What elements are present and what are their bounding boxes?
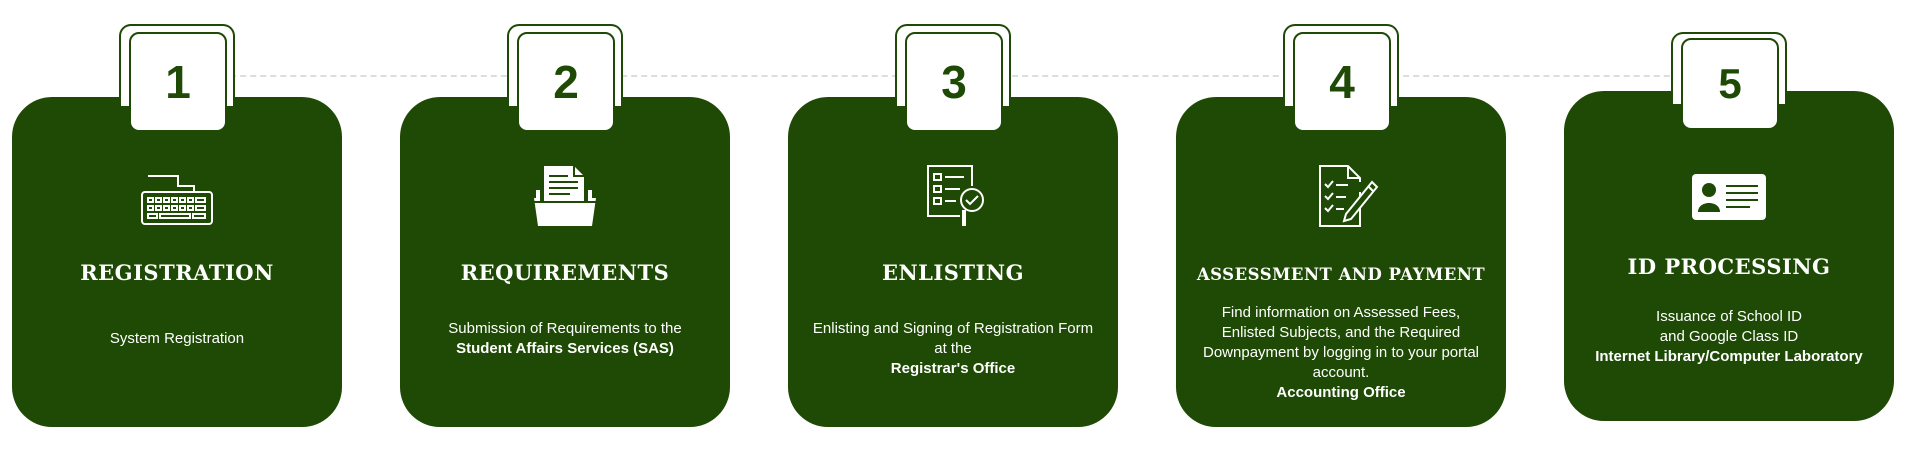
keyboard-icon <box>141 175 213 225</box>
step-description: Find information on Assessed Fees, Enlis… <box>1196 303 1486 403</box>
id-card-icon <box>1692 174 1766 220</box>
step-number: 1 <box>129 32 227 132</box>
step-office: Registrar's Office <box>890 360 1016 377</box>
step-description: Enlisting and Signing of Registration Fo… <box>808 319 1098 379</box>
step-title: ASSESSMENT AND PAYMENT <box>1196 265 1486 284</box>
step-card: ASSESSMENT AND PAYMENT Find information … <box>1176 97 1506 427</box>
checklist-search-icon <box>927 165 984 226</box>
step-requirements: REQUIREMENTS Submission of Requirements … <box>400 0 730 430</box>
step-title: REQUIREMENTS <box>460 260 670 285</box>
step-title: ENLISTING <box>881 260 1025 285</box>
step-number: 5 <box>1681 38 1779 130</box>
step-card: REQUIREMENTS Submission of Requirements … <box>400 97 730 427</box>
step-assessment-payment: ASSESSMENT AND PAYMENT Find information … <box>1176 0 1506 430</box>
step-registration: REGISTRATION System Registration 1 <box>12 0 342 430</box>
step-office: Student Affairs Services (SAS) <box>456 340 674 357</box>
step-description: Issuance of School ID and Google Class I… <box>1656 308 1802 345</box>
step-enlisting: ENLISTING Enlisting and Signing of Regis… <box>788 0 1118 430</box>
step-number: 2 <box>517 32 615 132</box>
step-description: System Registration <box>109 330 245 347</box>
step-office: Accounting Office <box>1276 384 1406 401</box>
step-card: ID PROCESSING Issuance of School ID and … <box>1564 91 1894 421</box>
document-folder-icon <box>534 166 596 226</box>
step-description: Submission of Requirements to the Studen… <box>420 319 710 359</box>
step-office: Internet Library/Computer Laboratory <box>1595 348 1863 365</box>
form-pencil-icon <box>1319 165 1379 227</box>
step-title: ID PROCESSING <box>1627 254 1831 279</box>
step-card: REGISTRATION System Registration <box>12 97 342 427</box>
step-card: ENLISTING Enlisting and Signing of Regis… <box>788 97 1118 427</box>
step-number: 4 <box>1293 32 1391 132</box>
step-id-processing: ID PROCESSING Issuance of School ID and … <box>1564 0 1894 430</box>
step-office-wrap: Internet Library/Computer Laboratory <box>1569 347 1889 367</box>
step-title: REGISTRATION <box>80 260 274 285</box>
step-number: 3 <box>905 32 1003 132</box>
